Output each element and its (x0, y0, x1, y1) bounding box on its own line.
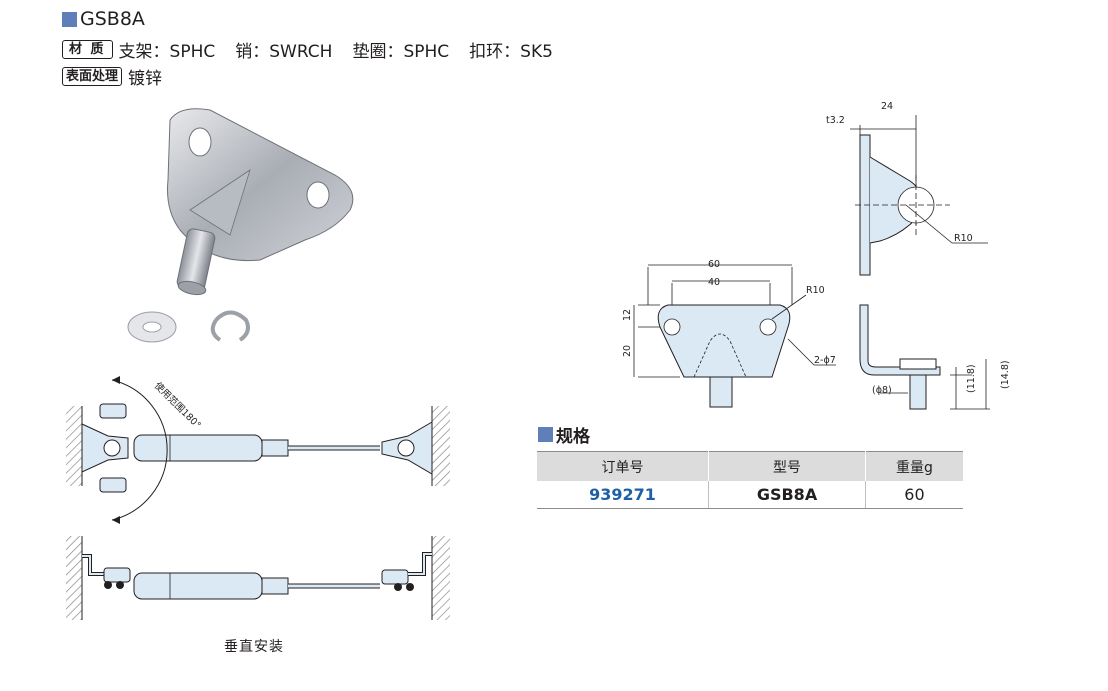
technical-drawing: t3.2 24 R10 60 40 R10 12 20 2-ϕ7 (ϕ8) (1… (622, 101, 1010, 410)
model-cell: GSB8A (708, 481, 866, 509)
weight-cell: 60 (865, 481, 963, 509)
product-title: GSB8A (62, 8, 145, 30)
dim-front-width: 60 (708, 259, 720, 270)
dim-pin-length-2: (14.8) (1000, 360, 1010, 389)
dim-front-radius: R10 (806, 285, 825, 296)
spec-header-order: 订单号 (537, 451, 710, 481)
surface-value: 镀锌 (128, 69, 163, 89)
material-tag: 材 质 (62, 40, 113, 59)
table-row: 939271 GSB8A 60 (537, 481, 963, 509)
material-item: 支架：SPHC (118, 42, 216, 62)
order-number-cell[interactable]: 939271 (537, 481, 710, 509)
dim-height-12: 12 (622, 309, 633, 321)
spec-title: 规格 (538, 422, 590, 447)
wall-right (432, 536, 450, 620)
installation-diagram: 使用范围180° (66, 376, 450, 620)
dim-holes: 2-ϕ7 (814, 355, 836, 366)
dim-top-width: 24 (881, 101, 893, 112)
dim-side-radius: R10 (954, 233, 973, 244)
spec-header-model: 型号 (708, 451, 866, 481)
surface-tag: 表面处理 (62, 67, 123, 86)
product-title-text: GSB8A (80, 8, 145, 30)
wall-right (432, 406, 450, 486)
dim-hole-pitch: 40 (708, 277, 720, 288)
wall-left (66, 536, 82, 620)
material-item: 扣环：SK5 (469, 42, 553, 62)
material-row: 材 质 支架：SPHC 销：SWRCH 垫圈：SPHC 扣环：SK5 (62, 37, 573, 62)
spec-square-icon (538, 427, 553, 442)
dim-pin-diameter: (ϕ8) (872, 385, 892, 396)
spec-title-text: 规格 (556, 427, 590, 447)
wall-left (66, 406, 82, 486)
product-photo (127, 108, 354, 343)
material-item: 垫圈：SPHC (352, 42, 450, 62)
dim-pin-length-1: (11.8) (966, 364, 977, 393)
installation-caption: 垂直安装 (224, 639, 284, 655)
dim-thickness: t3.2 (826, 115, 845, 126)
dim-height-20: 20 (622, 345, 633, 357)
spec-header-weight: 重量g (865, 451, 963, 481)
material-item: 销：SWRCH (235, 42, 333, 62)
title-square-icon (62, 11, 77, 27)
angle-label: 使用范围180° (152, 380, 204, 432)
spec-header-row: 订单号 型号 重量g (537, 451, 963, 481)
spec-table: 订单号 型号 重量g 939271 GSB8A 60 (537, 451, 963, 509)
surface-row: 表面处理 镀锌 (62, 64, 162, 89)
